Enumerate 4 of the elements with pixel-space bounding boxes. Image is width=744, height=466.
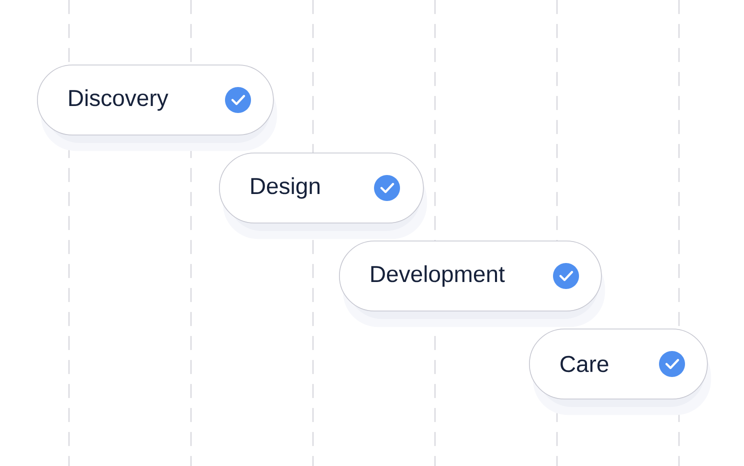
step-pill: Care	[529, 328, 711, 415]
step-pill: Development	[339, 240, 605, 327]
step-pill: Discovery	[37, 64, 277, 151]
step-pill: Design	[219, 152, 427, 239]
